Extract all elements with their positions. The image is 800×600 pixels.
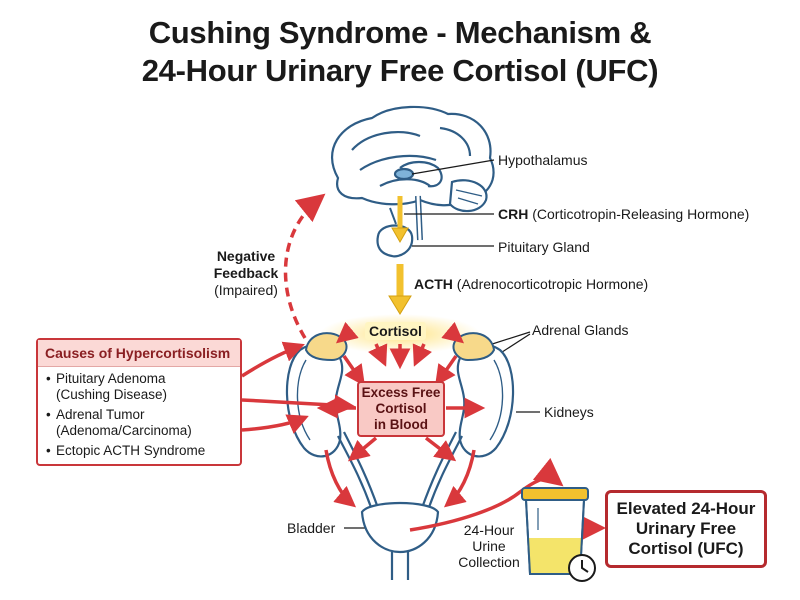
cause-item: Adrenal Tumor (Adenoma/Carcinoma) bbox=[46, 407, 234, 439]
bladder-to-collection-arrow bbox=[409, 457, 564, 532]
causes-box: Causes of Hypercortisolism Pituitary Ade… bbox=[36, 338, 242, 466]
kidneys-label: Kidneys bbox=[544, 404, 594, 420]
excess-line-2: Cortisol bbox=[375, 401, 427, 416]
excess-line-3: in Blood bbox=[374, 417, 428, 432]
negative-feedback-line-3: (Impaired) bbox=[214, 282, 278, 298]
pituitary-label: Pituitary Gland bbox=[498, 239, 590, 255]
crh-arrowhead bbox=[391, 227, 409, 244]
urine-line-2: Urine bbox=[472, 538, 506, 554]
acth-full: (Adrenocorticotropic Hormone) bbox=[456, 276, 649, 292]
brain bbox=[331, 105, 495, 258]
title-line-1: Cushing Syndrome - Mechanism & bbox=[148, 15, 652, 50]
adrenal-left bbox=[304, 332, 348, 362]
urine-collection-label: 24-Hour Urine Collection bbox=[454, 522, 524, 570]
cause-item-line-1: Ectopic ACTH Syndrome bbox=[56, 443, 206, 458]
kidney-left bbox=[285, 343, 344, 458]
adrenal-glands-label: Adrenal Glands bbox=[532, 322, 629, 338]
urinary-tract bbox=[337, 431, 463, 580]
cause-item-line-2: (Adenoma/Carcinoma) bbox=[56, 423, 192, 438]
bladder-label: Bladder bbox=[287, 520, 336, 536]
cause-item-line-1: Adrenal Tumor bbox=[56, 407, 145, 422]
pointer-lines bbox=[344, 159, 540, 529]
crh-label: CRH (Corticotropin-Releasing Hormone) bbox=[498, 206, 749, 223]
causes-header: Causes of Hypercortisolism bbox=[38, 340, 240, 367]
urine-line-1: 24-Hour bbox=[463, 522, 515, 538]
causes-list: Pituitary Adenoma (Cushing Disease) Adre… bbox=[38, 367, 240, 459]
cause-item: Pituitary Adenoma (Cushing Disease) bbox=[46, 371, 234, 403]
crh-full: (Corticotropin-Releasing Hormone) bbox=[532, 206, 750, 222]
excess-line-1: Excess Free bbox=[361, 385, 441, 400]
negative-feedback-arrow bbox=[283, 193, 326, 339]
urine-line-3: Collection bbox=[458, 554, 520, 570]
cortisol-label: Cortisol bbox=[365, 322, 426, 340]
cause-item-line-2: (Cushing Disease) bbox=[56, 387, 168, 402]
cause-item-line-1: Pituitary Adenoma bbox=[56, 371, 166, 386]
causes-arrows bbox=[241, 341, 356, 434]
ufc-line-2: Urinary Free bbox=[635, 519, 737, 538]
adrenal-right bbox=[452, 332, 496, 362]
negative-feedback-line-2: Feedback bbox=[213, 265, 279, 281]
kidney-right bbox=[456, 343, 515, 458]
acth-label: ACTH (Adrenocorticotropic Hormone) bbox=[414, 276, 648, 293]
crh-abbr: CRH bbox=[498, 206, 529, 222]
acth-arrowhead bbox=[388, 295, 412, 315]
negative-feedback-line-1: Negative bbox=[216, 248, 276, 264]
cause-item: Ectopic ACTH Syndrome bbox=[46, 443, 234, 459]
ufc-line-1: Elevated 24-Hour bbox=[616, 499, 756, 518]
cortisol-arrows bbox=[335, 321, 465, 387]
hypothalamus-label: Hypothalamus bbox=[498, 152, 588, 168]
title-line-2: 24-Hour Urinary Free Cortisol (UFC) bbox=[141, 53, 659, 88]
elevated-ufc-box: Elevated 24-Hour Urinary Free Cortisol (… bbox=[605, 490, 767, 568]
clock-icon bbox=[568, 554, 596, 582]
page-title: Cushing Syndrome - Mechanism & 24-Hour U… bbox=[0, 14, 800, 90]
negative-feedback-label: Negative Feedback (Impaired) bbox=[206, 248, 286, 299]
excess-cortisol-box: Excess Free Cortisol in Blood bbox=[357, 381, 445, 437]
acth-abbr: ACTH bbox=[414, 276, 453, 292]
ufc-line-3: Cortisol (UFC) bbox=[628, 539, 744, 558]
